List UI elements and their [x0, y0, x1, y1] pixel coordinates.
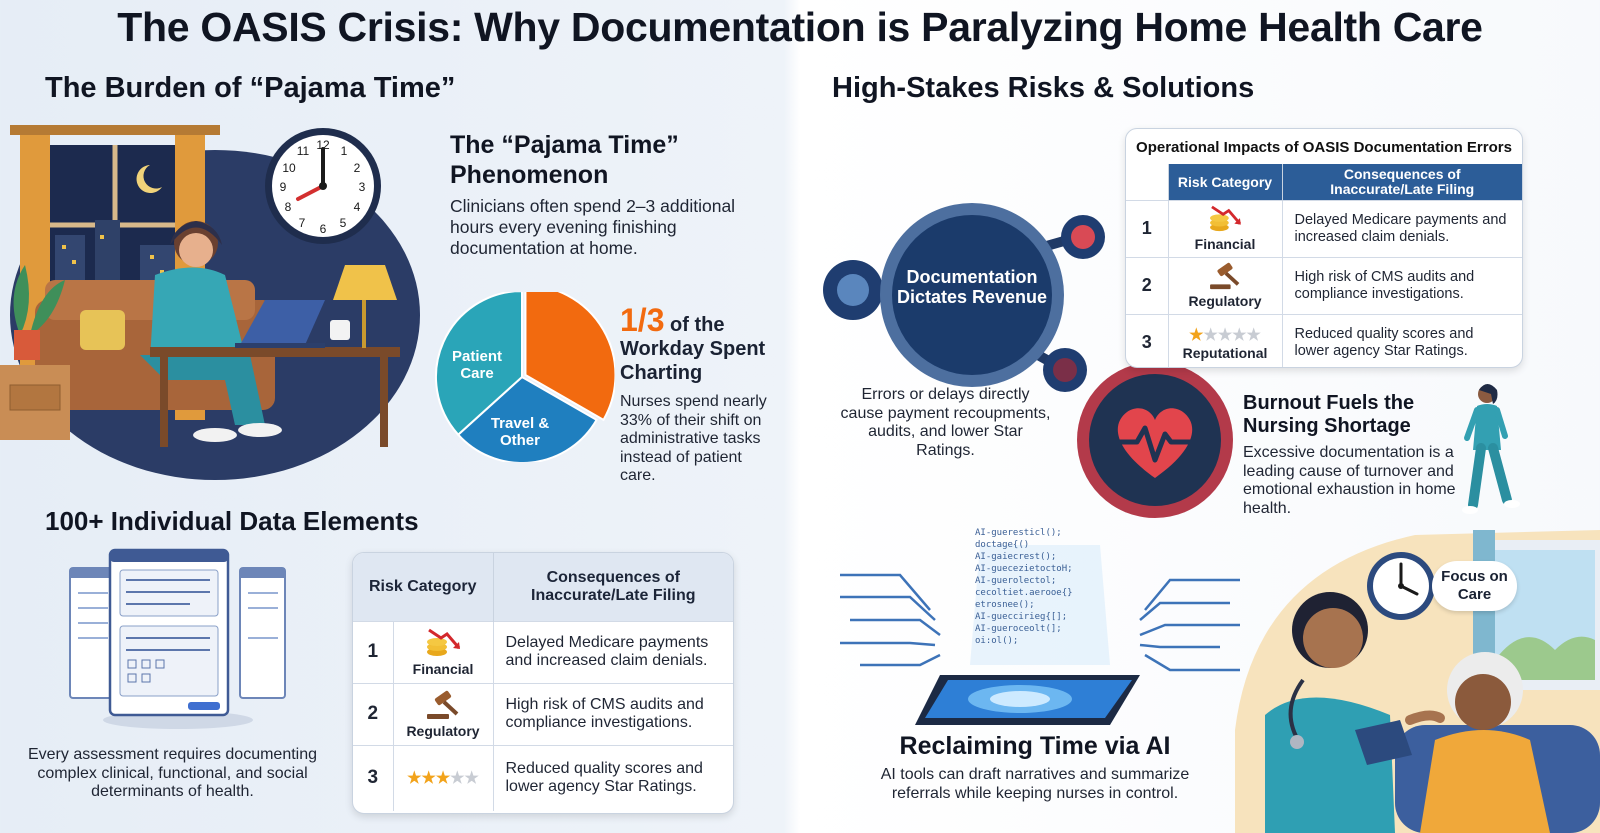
code-line: cecoltiet.aerooe{}: [975, 588, 1073, 598]
consequence-cell: Reduced quality scores and lower agency …: [493, 744, 733, 811]
risk-category-label: Reputational: [1182, 344, 1268, 361]
clock-number: 7: [299, 216, 306, 230]
clock-number: 3: [359, 180, 366, 194]
code-line: AI-gueresticl();: [975, 528, 1062, 538]
table-caption: Operational Impacts of OASIS Documentati…: [1136, 139, 1512, 156]
risk-category-label: Financial: [1194, 236, 1256, 252]
pie-slice: [435, 289, 523, 437]
data-elements-caption: Every assessment requires documenting co…: [27, 746, 318, 800]
row-number: 2: [1126, 256, 1169, 314]
clock-number: 8: [285, 200, 292, 214]
focus-on-care-bubble: Focus on Care: [1432, 561, 1517, 611]
stat-of-the: of the: [664, 314, 725, 336]
risk-category-label: Regulatory: [1188, 293, 1262, 309]
risk-category-label: Regulatory: [406, 722, 480, 739]
stat-block: 1/3 of the Workday Spent Charting: [620, 304, 780, 385]
section-title-pajama: The Burden of “Pajama Time”: [45, 72, 456, 104]
forms-illustration: [60, 548, 295, 733]
consequence-cell: High risk of CMS audits and compliance i…: [1282, 256, 1522, 314]
row-number: 1: [353, 620, 394, 683]
stars-icon: ★★★★★: [407, 770, 479, 788]
consequence-cell: Reduced quality scores and lower agency …: [1282, 313, 1522, 367]
row-number: 2: [353, 682, 394, 745]
risk-category-cell: Regulatory: [1168, 256, 1283, 314]
risk-category-cell: ★★★★★: [393, 744, 494, 811]
consequence-cell: Delayed Medicare payments and increased …: [493, 620, 733, 683]
col-header-consequences: Consequences of Inaccurate/Late Filing: [493, 553, 733, 621]
ai-heading: Reclaiming Time via AI: [899, 732, 1171, 760]
col-header-risk-category: Risk Category: [353, 553, 494, 621]
wall-clock-icon: 12 1 2 3 4 5 6 7 8 9 10 11: [262, 125, 384, 247]
table-row: 2 Regulatory High risk of CMS audits and…: [1126, 256, 1522, 314]
code-line: oi:ol();: [975, 636, 1019, 646]
risk-table-right: Operational Impacts of OASIS Documentati…: [1125, 128, 1523, 368]
stars-icon: ★★★★★: [1189, 326, 1261, 344]
pajama-body: Clinicians often spend 2–3 additional ho…: [450, 196, 736, 258]
nurse-patient-illustration: [1235, 530, 1600, 833]
row-number: 3: [1126, 313, 1169, 367]
code-line: AI-guerolectol;: [975, 576, 1057, 586]
risk-category-cell: Financial: [393, 620, 494, 683]
risk-category-cell: Financial: [1168, 199, 1283, 257]
clock-number: 1: [341, 144, 348, 158]
clock-number: 10: [282, 161, 296, 175]
consequence-cell: Delayed Medicare payments and increased …: [1282, 199, 1522, 257]
risk-category-cell: ★★★★★ Reputational: [1168, 313, 1283, 367]
risk-table-left: Risk Category Consequences of Inaccurate…: [352, 552, 734, 814]
stat-fraction: 1/3: [620, 302, 665, 338]
ai-code-block: AI-gueresticl(); doctage{() AI-gaiecrest…: [975, 527, 1115, 647]
burnout-body: Excessive documentation is a leading cau…: [1243, 444, 1456, 517]
gavel-icon: [1169, 262, 1282, 293]
table-row: 2 Regulatory High risk of CMS audits and…: [353, 682, 733, 745]
revenue-body: Errors or delays directly cause payment …: [840, 386, 1051, 459]
code-line: AI-gueccirieg{[];: [975, 612, 1068, 622]
pajama-heading: The “Pajama Time” Phenomenon: [450, 131, 679, 189]
revenue-connector-graphic: Documentation Dictates Revenue: [815, 195, 1145, 535]
clock-number: 6: [320, 222, 327, 236]
clock-number: 5: [340, 216, 347, 230]
pie-label-patient-care: Patient Care: [451, 348, 502, 382]
risk-category-label: Financial: [412, 660, 474, 677]
table-row: 3 ★★★★★ Reputational Reduced quality sco…: [1126, 313, 1522, 367]
row-number: 1: [1126, 199, 1169, 257]
col-header-risk-category: Risk Category: [1168, 164, 1283, 200]
heart-monitor-icon: [1075, 360, 1235, 520]
row-number: 3: [353, 744, 394, 811]
revenue-circle-label: Documentation Dictates Revenue: [896, 267, 1048, 307]
table-row: 1 Financial Delayed Medicare payments an…: [1126, 199, 1522, 257]
focus-clock-icon: [1365, 550, 1437, 622]
clock-number: 11: [297, 144, 310, 158]
code-line: doctage{(): [975, 540, 1030, 550]
coins-down-icon: [394, 628, 493, 661]
clock-number: 2: [354, 161, 361, 175]
workday-pie-chart: Patient Care Travel & Other: [430, 283, 617, 464]
consequence-cell: High risk of CMS audits and compliance i…: [493, 682, 733, 745]
table-row: 3 ★★★★★ Reduced quality scores and lower…: [353, 744, 733, 811]
clock-number: 9: [280, 180, 287, 194]
burnout-heading: Burnout Fuels the Nursing Shortage: [1243, 392, 1415, 437]
section-title-risks: High-Stakes Risks & Solutions: [832, 72, 1255, 104]
table-row: 1 Financial Delayed Medicare payments an…: [353, 620, 733, 683]
walking-nurse-illustration: [1455, 380, 1525, 520]
col-header-blank: [1126, 164, 1169, 200]
code-line: etrosnee();: [975, 600, 1035, 610]
col-header-consequences: Consequences of Inaccurate/Late Filing: [1282, 164, 1522, 200]
pie-label-travel: Travel & Other: [490, 415, 550, 449]
code-line: AI-gaiecrest();: [975, 552, 1057, 562]
code-line: AI-guecezietoctoH;: [975, 564, 1073, 574]
clock-number: 4: [354, 200, 361, 214]
risk-category-cell: Regulatory: [393, 682, 494, 745]
clock-number: 12: [316, 138, 330, 152]
stat-body: Nurses spend nearly 33% of their shift o…: [620, 393, 767, 484]
gavel-icon: [394, 690, 493, 723]
stat-headline: Workday Spent Charting: [620, 338, 766, 384]
section-title-data-elements: 100+ Individual Data Elements: [45, 506, 419, 536]
coins-down-icon: [1169, 205, 1282, 236]
ai-body: AI tools can draft narratives and summar…: [880, 766, 1190, 802]
code-line: AI-gueroceolt(];: [975, 624, 1062, 634]
ai-tablet-illustration: AI-gueresticl(); doctage{() AI-gaiecrest…: [840, 525, 1240, 730]
page-title: The OASIS Crisis: Why Documentation is P…: [117, 4, 1483, 50]
